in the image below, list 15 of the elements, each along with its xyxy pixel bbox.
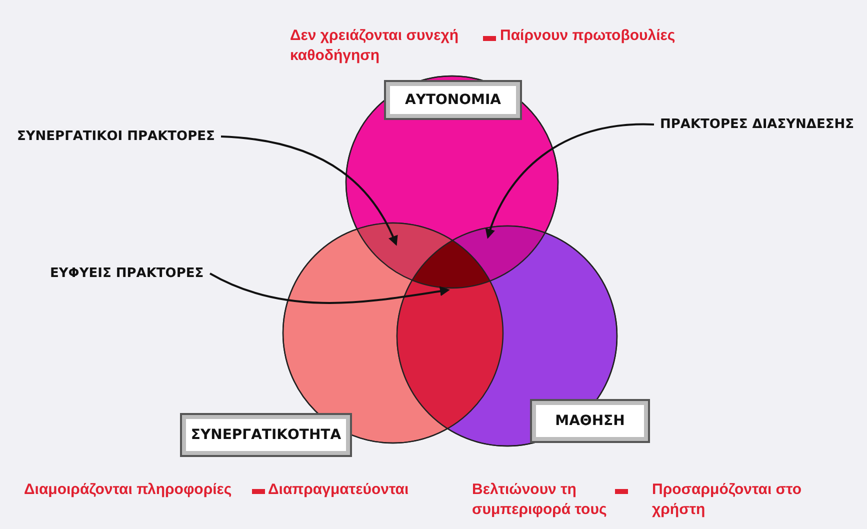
note-text: Προσαρμόζονται στο χρήστη: [652, 480, 802, 520]
leader-arrow: [486, 124, 654, 239]
note-text: Δεν χρειάζονται συνεχή καθοδήγηση: [290, 26, 460, 66]
note-text: Βελτιώνουν τη συμπεριφορά τους: [472, 480, 608, 520]
note-text: Διαμοιράζονται πληροφορίες: [24, 480, 233, 500]
category-label-box: ΣΥΝΕΡΓΑΤΙΚΟΤΗΤΑ: [180, 413, 352, 457]
callout-label: ΠΡΑΚΤΟΡΕΣ ΔΙΑΣΥΝΔΕΣΗΣ: [660, 117, 854, 132]
leader-arrow: [220, 136, 398, 246]
category-label-box: ΑΥΤΟΝΟΜΙΑ: [384, 80, 522, 120]
leader-arrow: [210, 272, 450, 304]
note-text: Διαπραγματεύονται: [268, 480, 410, 500]
callout-label: ΕΥΦΥΕΙΣ ΠΡΑΚΤΟΡΕΣ: [50, 266, 204, 281]
callout-label: ΣΥΝΕΡΓΑΤΙΚΟΙ ΠΡΑΚΤΟΡΕΣ: [17, 129, 215, 144]
note-text: Παίρνουν πρωτοβουλίες: [500, 26, 676, 46]
category-label-box: ΜΑΘΗΣΗ: [530, 399, 650, 443]
